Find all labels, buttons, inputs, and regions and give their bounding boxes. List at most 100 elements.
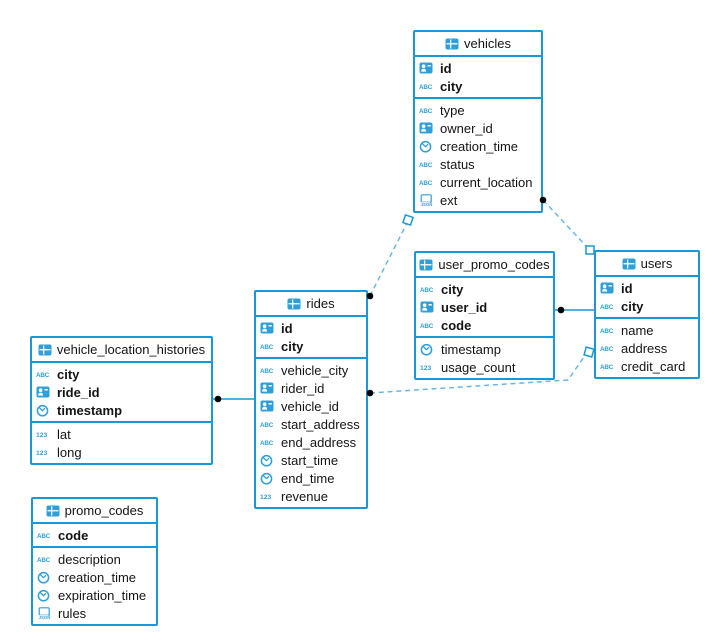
relation-vehicles-to-users[interactable] <box>542 199 588 248</box>
column-name: city <box>621 298 644 314</box>
svg-text:JSON: JSON <box>39 615 51 620</box>
abc-type-icon: ABC <box>37 529 58 541</box>
abc-type-icon: ABC <box>420 319 441 331</box>
column-row-revenue[interactable]: 123 revenue <box>256 487 366 505</box>
column-row-name[interactable]: ABC name <box>596 321 698 339</box>
column-name: name <box>621 322 654 338</box>
column-name: description <box>58 551 121 567</box>
primary-key-section: ABC city ride_id timestamp <box>32 363 211 423</box>
column-name: end_time <box>281 470 335 486</box>
column-row-address[interactable]: ABC address <box>596 339 698 357</box>
column-row-status[interactable]: ABC status <box>415 155 541 173</box>
clock-type-icon <box>37 571 58 584</box>
column-row-timestamp[interactable]: timestamp <box>32 401 211 419</box>
column-row-long[interactable]: 123 long <box>32 443 211 461</box>
table-user_promo_codes[interactable]: user_promo_codes ABC city user_id ABC co… <box>414 251 555 380</box>
svg-text:123: 123 <box>420 365 432 372</box>
column-row-current_location[interactable]: ABC current_location <box>415 173 541 191</box>
column-row-user_id[interactable]: user_id <box>416 298 553 316</box>
column-row-creation_time[interactable]: creation_time <box>33 568 156 586</box>
column-row-start_address[interactable]: ABC start_address <box>256 415 366 433</box>
table-header[interactable]: vehicle_location_histories <box>32 338 211 363</box>
abc-type-icon: ABC <box>420 283 441 295</box>
relation-rides-to-vehicles[interactable] <box>369 220 409 297</box>
column-row-creation_time[interactable]: creation_time <box>415 137 541 155</box>
clock-type-icon <box>420 343 441 356</box>
column-row-timestamp[interactable]: timestamp <box>416 340 553 358</box>
column-row-credit_card[interactable]: ABC credit_card <box>596 357 698 375</box>
column-name: city <box>440 78 463 94</box>
svg-text:ABC: ABC <box>260 368 274 375</box>
column-row-city[interactable]: ABC city <box>32 365 211 383</box>
svg-text:ABC: ABC <box>419 180 433 187</box>
column-row-code[interactable]: ABC code <box>416 316 553 334</box>
svg-text:ABC: ABC <box>260 440 274 447</box>
table-header[interactable]: users <box>596 252 698 277</box>
column-name: code <box>58 527 89 543</box>
svg-text:ABC: ABC <box>37 557 51 564</box>
column-row-city[interactable]: ABC city <box>256 337 366 355</box>
uuid-type-icon <box>260 382 281 394</box>
column-row-rider_id[interactable]: rider_id <box>256 379 366 397</box>
abc-type-icon: ABC <box>600 360 621 372</box>
column-row-city[interactable]: ABC city <box>415 77 541 95</box>
svg-text:ABC: ABC <box>260 344 274 351</box>
column-row-code[interactable]: ABC code <box>33 526 156 544</box>
table-header[interactable]: vehicles <box>415 32 541 57</box>
abc-type-icon: ABC <box>419 158 440 170</box>
column-row-vehicle_id[interactable]: vehicle_id <box>256 397 366 415</box>
primary-key-section: ABC code <box>33 524 156 548</box>
uuid-type-icon <box>420 301 441 313</box>
column-row-type[interactable]: ABC type <box>415 101 541 119</box>
svg-text:123: 123 <box>36 450 48 457</box>
column-name: end_address <box>281 434 357 450</box>
primary-key-section: id ABC city <box>256 317 366 359</box>
svg-text:ABC: ABC <box>36 372 50 379</box>
svg-text:ABC: ABC <box>600 304 614 311</box>
column-row-owner_id[interactable]: owner_id <box>415 119 541 137</box>
column-row-lat[interactable]: 123 lat <box>32 425 211 443</box>
column-row-vehicle_city[interactable]: ABC vehicle_city <box>256 361 366 379</box>
abc-type-icon: ABC <box>419 80 440 92</box>
relation-endpoint-square <box>585 245 595 255</box>
column-row-rules[interactable]: JSON rules <box>33 604 156 622</box>
column-name: code <box>441 317 472 333</box>
table-users[interactable]: users id ABC city ABC name ABC address A… <box>594 250 700 379</box>
column-name: user_id <box>441 299 488 315</box>
column-row-ext[interactable]: JSON ext <box>415 191 541 209</box>
column-row-city[interactable]: ABC city <box>416 280 553 298</box>
column-name: creation_time <box>58 569 137 585</box>
column-row-id[interactable]: id <box>256 319 366 337</box>
svg-text:123: 123 <box>260 494 272 501</box>
column-row-id[interactable]: id <box>415 59 541 77</box>
column-name: expiration_time <box>58 587 147 603</box>
uuid-type-icon <box>260 400 281 412</box>
abc-type-icon: ABC <box>36 368 57 380</box>
table-vehicles[interactable]: vehicles id ABC city ABC type owner_id c… <box>413 30 543 213</box>
table-header[interactable]: rides <box>256 292 366 317</box>
column-row-end_time[interactable]: end_time <box>256 469 366 487</box>
columns-section: ABC type owner_id creation_time ABC stat… <box>415 99 541 211</box>
clock-type-icon <box>260 454 281 467</box>
column-row-description[interactable]: ABC description <box>33 550 156 568</box>
column-row-id[interactable]: id <box>596 279 698 297</box>
num-type-icon: 123 <box>260 490 281 502</box>
column-row-expiration_time[interactable]: expiration_time <box>33 586 156 604</box>
column-row-ride_id[interactable]: ride_id <box>32 383 211 401</box>
table-name: vehicles <box>464 36 511 51</box>
column-row-end_address[interactable]: ABC end_address <box>256 433 366 451</box>
table-rides[interactable]: rides id ABC city ABC vehicle_city rider… <box>254 290 368 509</box>
abc-type-icon: ABC <box>419 176 440 188</box>
column-row-start_time[interactable]: start_time <box>256 451 366 469</box>
columns-section: timestamp 123 usage_count <box>416 338 553 378</box>
column-name: start_time <box>281 452 339 468</box>
table-header[interactable]: user_promo_codes <box>416 253 553 278</box>
column-row-usage_count[interactable]: 123 usage_count <box>416 358 553 376</box>
table-header[interactable]: promo_codes <box>33 499 156 524</box>
column-row-city[interactable]: ABC city <box>596 297 698 315</box>
table-promo_codes[interactable]: promo_codes ABC code ABC description cre… <box>31 497 158 626</box>
relation-endpoint-dot <box>214 395 222 403</box>
column-name: lat <box>57 426 71 442</box>
table-name: rides <box>306 296 335 311</box>
table-vehicle_location_histories[interactable]: vehicle_location_histories ABC city ride… <box>30 336 213 465</box>
